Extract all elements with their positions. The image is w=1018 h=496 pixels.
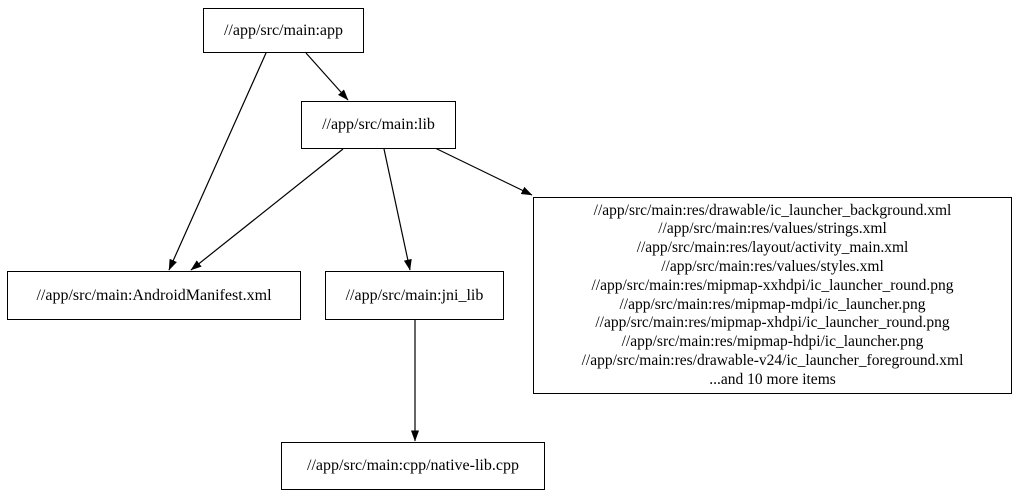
resource-item: //app/src/main:res/mipmap-xhdpi/ic_launc… [595,314,950,332]
resource-item: //app/src/main:res/values/strings.xml [658,220,887,238]
resource-item: //app/src/main:res/mipmap-mdpi/ic_launch… [619,295,926,313]
node-lib-target: //app/src/main:lib [301,101,456,149]
node-jni-lib-target: //app/src/main:jni_lib [325,271,504,320]
resource-item: //app/src/main:res/mipmap-hdpi/ic_launch… [621,333,924,351]
resource-item: //app/src/main:res/mipmap-xxhdpi/ic_laun… [591,276,954,294]
edge-lib-to-resources [434,147,533,196]
node-native-lib-cpp: //app/src/main:cpp/native-lib.cpp [281,442,545,490]
resource-item: //app/src/main:res/drawable-v24/ic_launc… [581,351,964,369]
node-app-target: //app/src/main:app [203,8,364,53]
resource-item: //app/src/main:res/drawable/ic_launcher_… [593,201,952,219]
node-android-manifest: //app/src/main:AndroidManifest.xml [7,271,301,320]
edge-lib-to-jni-lib [383,148,412,271]
edge-app-to-manifest [168,52,267,271]
resource-more-items: ...and 10 more items [709,370,836,388]
resource-item: //app/src/main:res/values/styles.xml [661,257,884,275]
resource-item: //app/src/main:res/layout/activity_main.… [636,239,909,257]
node-resources-group: //app/src/main:res/drawable/ic_launcher_… [533,197,1012,394]
edge-lib-to-manifest [190,148,344,271]
edge-app-to-lib [305,52,349,101]
